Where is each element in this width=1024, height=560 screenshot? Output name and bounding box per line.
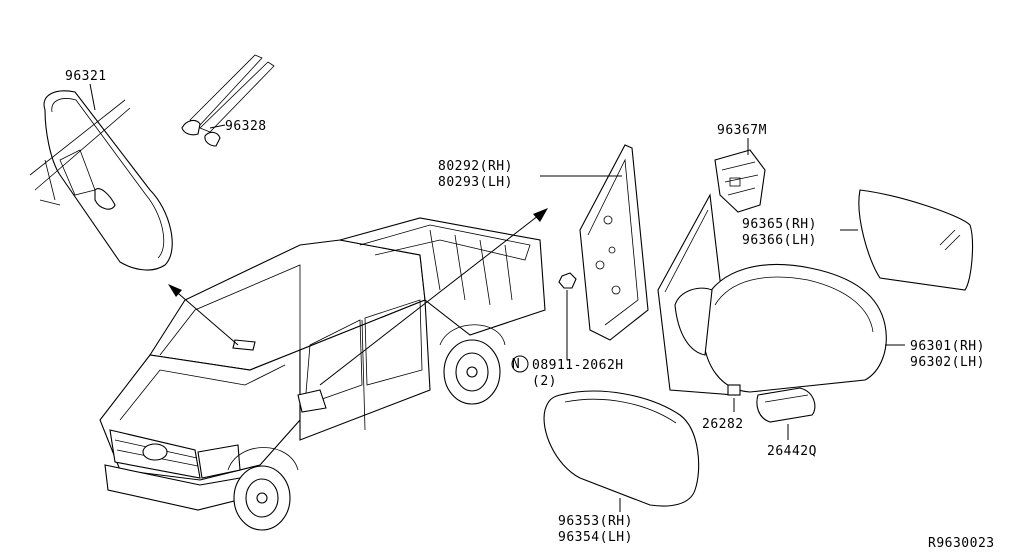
label-08911-prefix: N [512, 357, 520, 372]
label-96353: 96353(RH) [558, 514, 633, 529]
pointer-arrows [168, 208, 548, 386]
label-96321: 96321 [65, 69, 107, 84]
mirror-glass-part [840, 189, 974, 291]
label-08911: 08911-2062H [532, 358, 624, 373]
turn-lamp-part [756, 387, 816, 440]
label-26442q: 26442Q [767, 444, 817, 459]
truck-illustration [99, 217, 546, 531]
mirror-bracket-part [181, 54, 275, 147]
label-80293: 80293(LH) [438, 175, 513, 190]
label-96354: 96354(LH) [558, 530, 633, 545]
nut-part [511, 272, 577, 373]
label-80292: 80292(RH) [438, 159, 513, 174]
label-26282: 26282 [702, 417, 744, 432]
label-96302: 96302(LH) [910, 355, 985, 370]
label-96328: 96328 [225, 119, 267, 134]
interior-mirror-part [29, 90, 173, 271]
mirror-cover-part [543, 390, 700, 512]
label-96367m: 96367M [717, 123, 767, 138]
label-08911-qty: (2) [532, 374, 557, 389]
label-96301: 96301(RH) [910, 339, 985, 354]
mirror-actuator-part [714, 138, 766, 213]
screw-part [727, 384, 741, 412]
label-96365: 96365(RH) [742, 217, 817, 232]
door-finisher-part [540, 144, 649, 341]
reference-code: R9630023 [928, 536, 995, 551]
mirror-assembly-part [674, 264, 905, 393]
label-96366: 96366(LH) [742, 233, 817, 248]
leader-lines [89, 83, 226, 129]
